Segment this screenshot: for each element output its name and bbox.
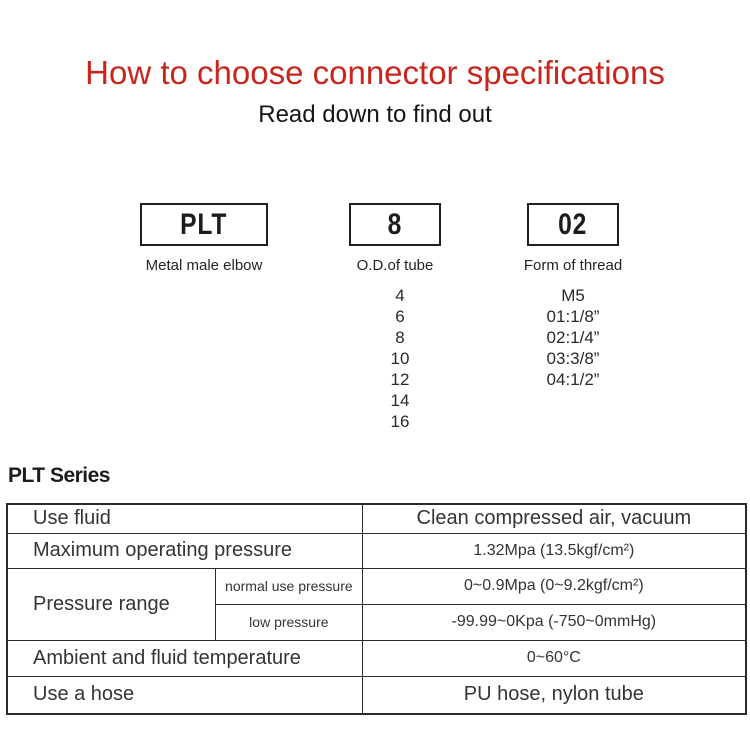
- spec-table: Use fluid Clean compressed air, vacuum M…: [6, 503, 747, 715]
- tube-od-option: 6: [395, 307, 405, 326]
- model-code-thread: 02: [558, 207, 588, 241]
- thread-option-list: M5 01:1/8” 02:1/4” 03:3/8” 04:1/2”: [498, 285, 648, 390]
- spec-value-temperature: 0~60°C: [361, 639, 747, 677]
- tube-od-option: 16: [390, 412, 410, 431]
- spec-row-low-pressure: low pressure -99.99~0Kpa (-750~0mmHg): [7, 603, 747, 641]
- spec-label-temperature: Ambient and fluid temperature: [6, 639, 363, 677]
- spec-value-low-pressure: -99.99~0Kpa (-750~0mmHg): [361, 603, 747, 641]
- tube-od-option-list: 4 6 8 10 12 14 16: [350, 285, 450, 432]
- thread-option: 03:3/8”: [546, 349, 600, 368]
- page-title: How to choose connector specifications: [85, 54, 665, 91]
- model-code-series: PLT: [180, 207, 228, 241]
- spec-label-pressure-range: Pressure range: [6, 567, 217, 641]
- series-heading: PLT Series: [8, 464, 111, 487]
- tube-od-option: 4: [395, 286, 405, 305]
- tube-od-option: 10: [390, 349, 410, 368]
- spec-label-hose: Use a hose: [6, 675, 363, 715]
- spec-sublabel-normal-pressure: normal use pressure: [215, 567, 363, 605]
- tube-od-option: 12: [390, 370, 410, 389]
- thread-option: M5: [561, 286, 585, 305]
- page-subtitle: Read down to find out: [258, 101, 492, 128]
- spec-label-max-pressure: Maximum operating pressure: [6, 532, 363, 569]
- spec-row-use-fluid: Use fluid Clean compressed air, vacuum: [6, 503, 747, 534]
- model-code-box-tube-od: 8: [349, 203, 441, 246]
- segment-label-series: Metal male elbow: [145, 257, 263, 274]
- tube-od-option: 14: [390, 391, 410, 410]
- model-code-box-thread: 02: [527, 203, 619, 246]
- spec-row-max-pressure: Maximum operating pressure 1.32Mpa (13.5…: [6, 532, 747, 569]
- spec-row-temperature: Ambient and fluid temperature 0~60°C: [6, 639, 747, 677]
- spec-row-hose: Use a hose PU hose, nylon tube: [6, 675, 747, 715]
- spec-value-use-fluid: Clean compressed air, vacuum: [361, 503, 747, 534]
- model-code-box-series: PLT: [140, 203, 268, 246]
- tube-od-option: 8: [395, 328, 405, 347]
- segment-label-tube-od: O.D.of tube: [356, 257, 434, 274]
- thread-option: 02:1/4”: [546, 328, 600, 347]
- spec-sublabel-low-pressure: low pressure: [215, 603, 363, 641]
- model-code-tube-od: 8: [387, 207, 403, 241]
- spec-row-normal-pressure: Pressure range normal use pressure 0~0.9…: [6, 567, 747, 641]
- segment-label-thread: Form of thread: [523, 257, 623, 274]
- thread-option: 01:1/8”: [546, 307, 600, 326]
- spec-value-normal-pressure: 0~0.9Mpa (0~9.2kgf/cm²): [361, 567, 747, 605]
- spec-value-max-pressure: 1.32Mpa (13.5kgf/cm²): [361, 532, 747, 569]
- thread-option: 04:1/2”: [546, 370, 600, 389]
- spec-label-use-fluid: Use fluid: [6, 503, 363, 534]
- spec-value-hose: PU hose, nylon tube: [361, 675, 747, 715]
